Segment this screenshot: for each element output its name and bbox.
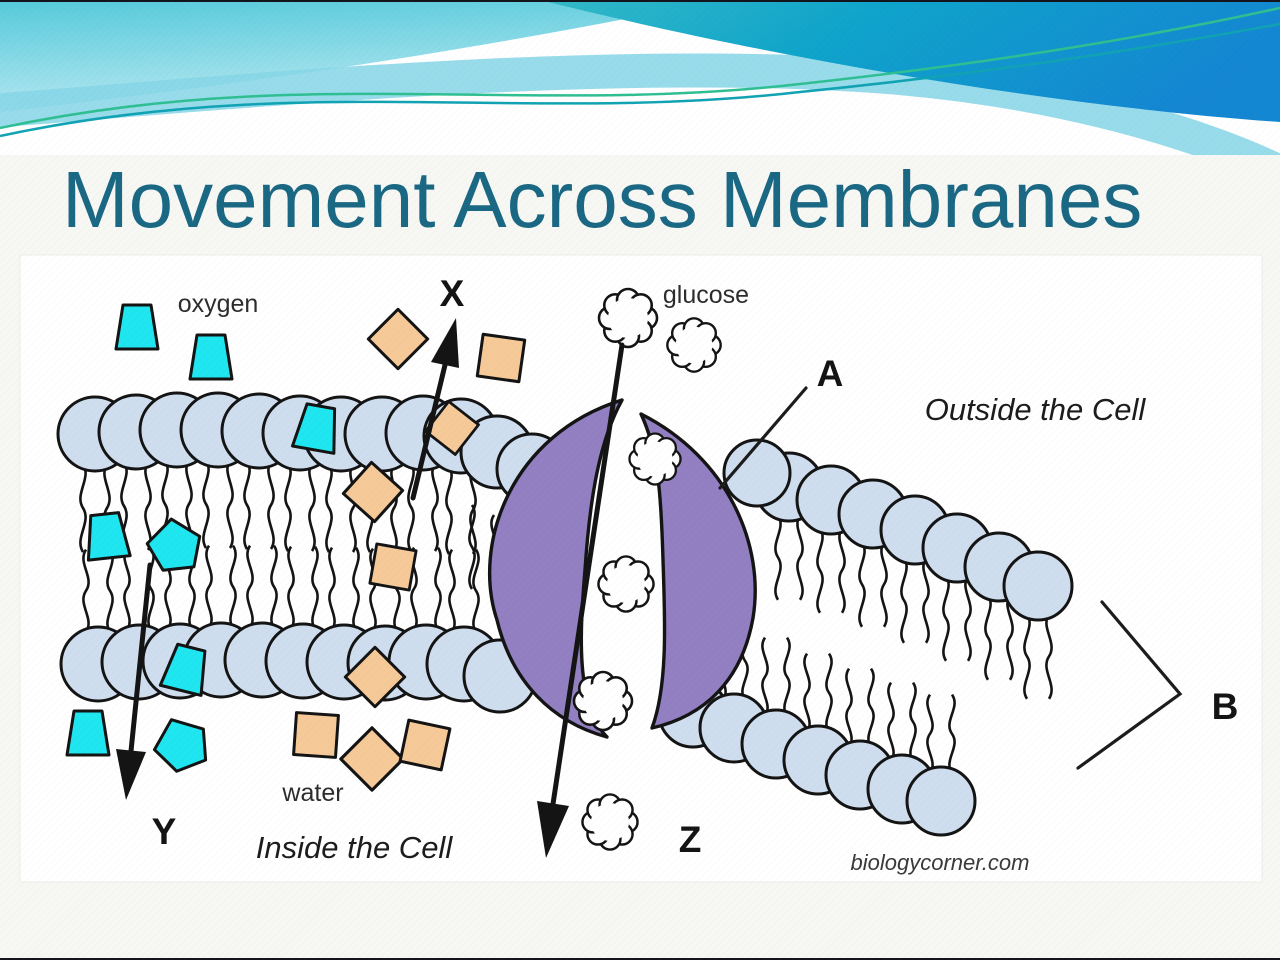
bottom-edge-line [0,958,1280,960]
arrow-x-shaft [410,362,448,501]
slide-title: Movement Across Membranes [62,155,1143,244]
glucose-cloud [628,432,682,486]
banner-light-band [0,53,1280,155]
water-molecule [368,542,418,592]
oxygen-molecule [188,333,234,381]
glucose-label: glucose [663,281,749,309]
marker-z: Z [679,819,702,860]
membrane-head [1002,550,1074,622]
arrow-z-shaft [550,342,625,807]
banner-green-line [0,6,1280,130]
water-label: water [281,779,343,807]
marker-y: Y [152,811,177,852]
glucose-cloud [572,670,634,732]
oxygen-label: oxygen [178,290,259,318]
protein-right-half [639,412,757,730]
arrow-y-shaft [128,562,153,754]
a-pointer-line [718,386,808,490]
inside-cell-label: Inside the Cell [256,830,454,865]
outside-cell-label: Outside the Cell [925,392,1147,427]
water-molecule [475,332,527,384]
marker-b: B [1212,686,1239,727]
decorative-wave-banner [0,0,1280,155]
top-edge-line [0,0,1280,2]
b-bracket [1076,600,1183,770]
marker-x: X [440,273,465,314]
glucose-cloud [581,793,639,851]
glucose-cloud [597,287,659,349]
protein-left-half [488,398,624,739]
glucose-cloud [597,555,655,613]
membrane-head [722,438,792,508]
oxygen-molecule [114,303,160,351]
arrow-z-head [537,801,569,858]
water-molecule [398,718,452,772]
banner-dark-swoosh [540,0,1280,122]
membrane-head [905,765,977,837]
glucose-cloud [666,317,722,373]
oxygen-molecule [65,709,111,757]
arrow-x-head [431,318,459,368]
arrow-y-head [116,749,146,800]
banner-teal-line [0,22,1280,138]
water-molecule [292,711,340,759]
attribution-label: biologycorner.com [851,850,1030,875]
marker-a: A [817,353,844,394]
